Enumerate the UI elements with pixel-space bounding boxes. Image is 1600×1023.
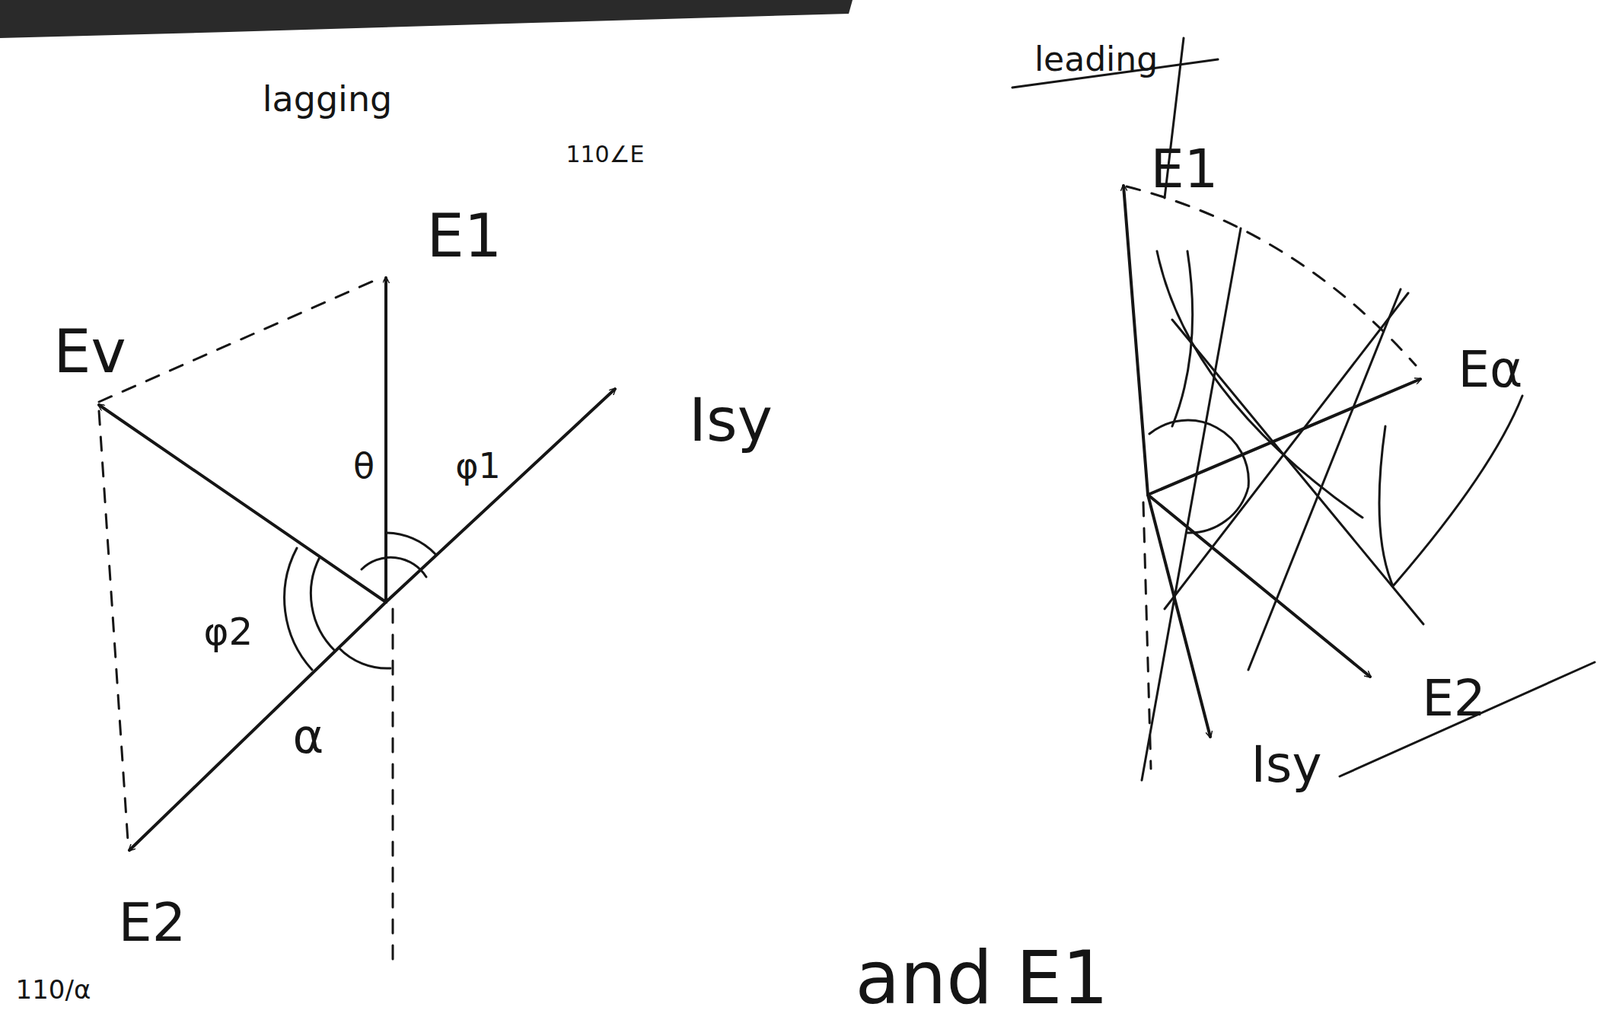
angle-arc — [338, 647, 391, 669]
angle-arc — [310, 557, 335, 651]
phasor-label: 110/α — [15, 976, 92, 1003]
scribble — [1248, 289, 1401, 670]
phasor-ev — [98, 404, 386, 603]
dashed-guide — [1143, 502, 1151, 769]
phasor-label: Eα — [1457, 344, 1523, 396]
phasor-label: 110∠E — [565, 143, 644, 166]
scribble — [1339, 662, 1595, 777]
page-edge-band — [0, 0, 853, 39]
phasor-e1 — [384, 277, 388, 603]
phasor-label: Isy — [1251, 739, 1323, 791]
case-heading: lagging — [262, 81, 393, 117]
scribble — [1172, 251, 1193, 427]
dashed-guide — [98, 411, 128, 842]
scribble — [1156, 251, 1363, 518]
case-heading: leading — [1034, 42, 1158, 77]
phasor-label: θ — [353, 448, 375, 484]
angle-arc — [361, 557, 427, 577]
scribble — [1379, 395, 1523, 587]
phasor-label: φ1 — [455, 448, 501, 484]
phasor-label: Ev — [53, 321, 126, 382]
phasor-label: E1 — [427, 206, 503, 266]
angle-arc — [1149, 420, 1249, 533]
phasor-label: E2 — [118, 895, 187, 950]
dashed-guide — [392, 608, 395, 971]
phasor-label: E2 — [1421, 673, 1486, 724]
angle-arc — [284, 548, 313, 670]
dashed-guide — [98, 277, 381, 402]
phasor-e2 — [129, 602, 386, 851]
phasor-e1 — [1123, 185, 1148, 495]
phasor-label: α — [293, 713, 325, 761]
phasor-label: and E1 — [855, 941, 1110, 1015]
phasor-label: E1 — [1150, 142, 1219, 196]
phasor-label: φ2 — [203, 612, 254, 651]
scribble — [1141, 228, 1241, 781]
phasor-label: Isy — [688, 390, 773, 450]
scribble — [1172, 319, 1424, 625]
angle-arc — [385, 532, 436, 555]
